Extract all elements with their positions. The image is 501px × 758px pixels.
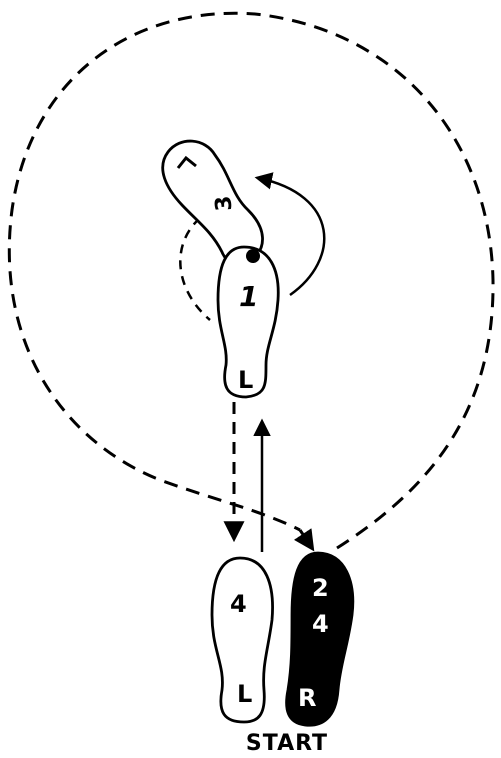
heel-label-r-start: R — [298, 684, 316, 712]
step-number-4-right: 4 — [312, 610, 329, 638]
pivot-dot — [246, 249, 260, 263]
diagonal-step-arrow — [300, 530, 312, 548]
pivot-return-arc — [180, 218, 210, 320]
heel-label-l-pivot: L — [238, 366, 253, 394]
start-caption: START — [246, 731, 328, 756]
step-number-1: 1 — [239, 280, 258, 313]
heel-label-l-start: L — [237, 680, 252, 708]
step-number-4-left: 4 — [230, 590, 247, 618]
step-number-3: 3 — [211, 195, 237, 212]
step-number-2-right: 2 — [312, 574, 329, 602]
